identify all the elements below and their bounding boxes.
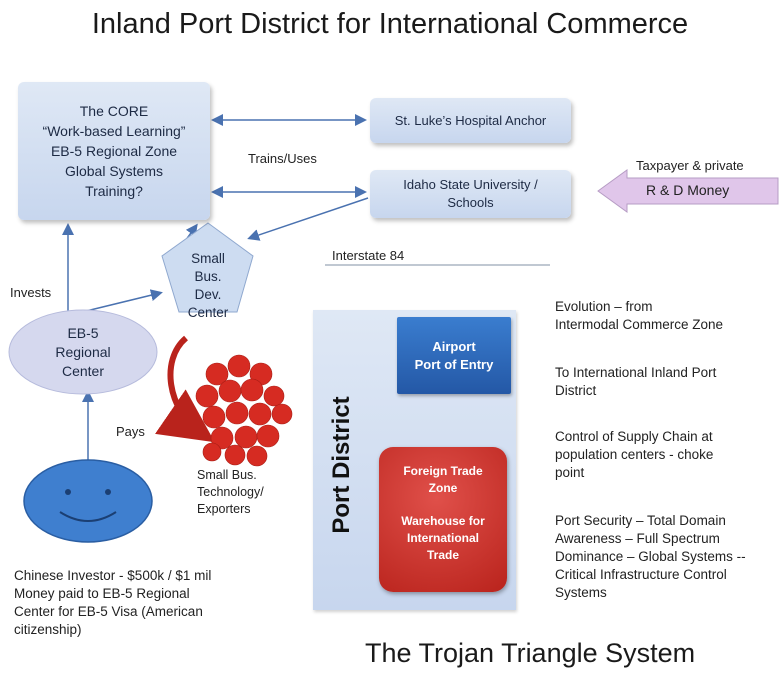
bottom-title: The Trojan Triangle System — [365, 638, 696, 668]
eb5-center-shape — [8, 309, 158, 395]
warehouse-label: Warehouse for International Trade — [401, 514, 485, 562]
evolution-text: Evolution – from Intermodal Commerce Zon… — [555, 299, 724, 332]
small-bus-center-label: Small Bus. Dev. Center — [187, 251, 229, 320]
investor-face-icon — [23, 459, 153, 543]
investor-text: Chinese Investor - $500k / $1 mil Money … — [14, 568, 212, 637]
diagram-title: Inland Port District for International C… — [91, 8, 689, 40]
ftz-label: Foreign Trade Zone — [403, 464, 483, 495]
port-district-label: Port District — [328, 396, 355, 534]
taxpayer-label: Taxpayer & private — [636, 158, 744, 173]
invests-label: Invests — [10, 285, 52, 300]
airport-box: Airport Port of Entry — [397, 317, 511, 394]
small-bus-center-shape — [161, 222, 254, 313]
eb5-center-label: EB-5 Regional Center — [55, 325, 111, 379]
supply-chain-text: Control of Supply Chain at population ce… — [555, 429, 714, 480]
eb5-smallbus-arrow — [77, 289, 163, 314]
foreign-trade-zone-box: Foreign Trade Zone Warehouse for Interna… — [379, 447, 507, 592]
rd-money-arrow-shape — [597, 169, 779, 213]
rd-money-label: R & D Money — [646, 182, 730, 198]
port-security-text: Port Security – Total Domain Awareness –… — [555, 513, 746, 600]
trains-uses-label: Trains/Uses — [248, 151, 317, 166]
core-box: The CORE “Work-based Learning” EB-5 Regi… — [18, 82, 210, 220]
interstate-label: Interstate 84 — [332, 248, 405, 263]
to-district-text: To International Inland Port District — [555, 365, 717, 398]
st-lukes-box: St. Luke’s Hospital Anchor — [370, 98, 571, 143]
small-bus-tech-label: Small Bus. Technology/ Exporters — [197, 468, 264, 516]
curved-red-arrow — [155, 335, 215, 443]
pays-label: Pays — [116, 424, 145, 439]
port-district-label-wrap: Port District — [322, 385, 362, 545]
isu-box: Idaho State University / Schools — [370, 170, 571, 218]
isu-smallbus-arrow — [247, 197, 369, 241]
technology-cluster — [195, 354, 293, 467]
